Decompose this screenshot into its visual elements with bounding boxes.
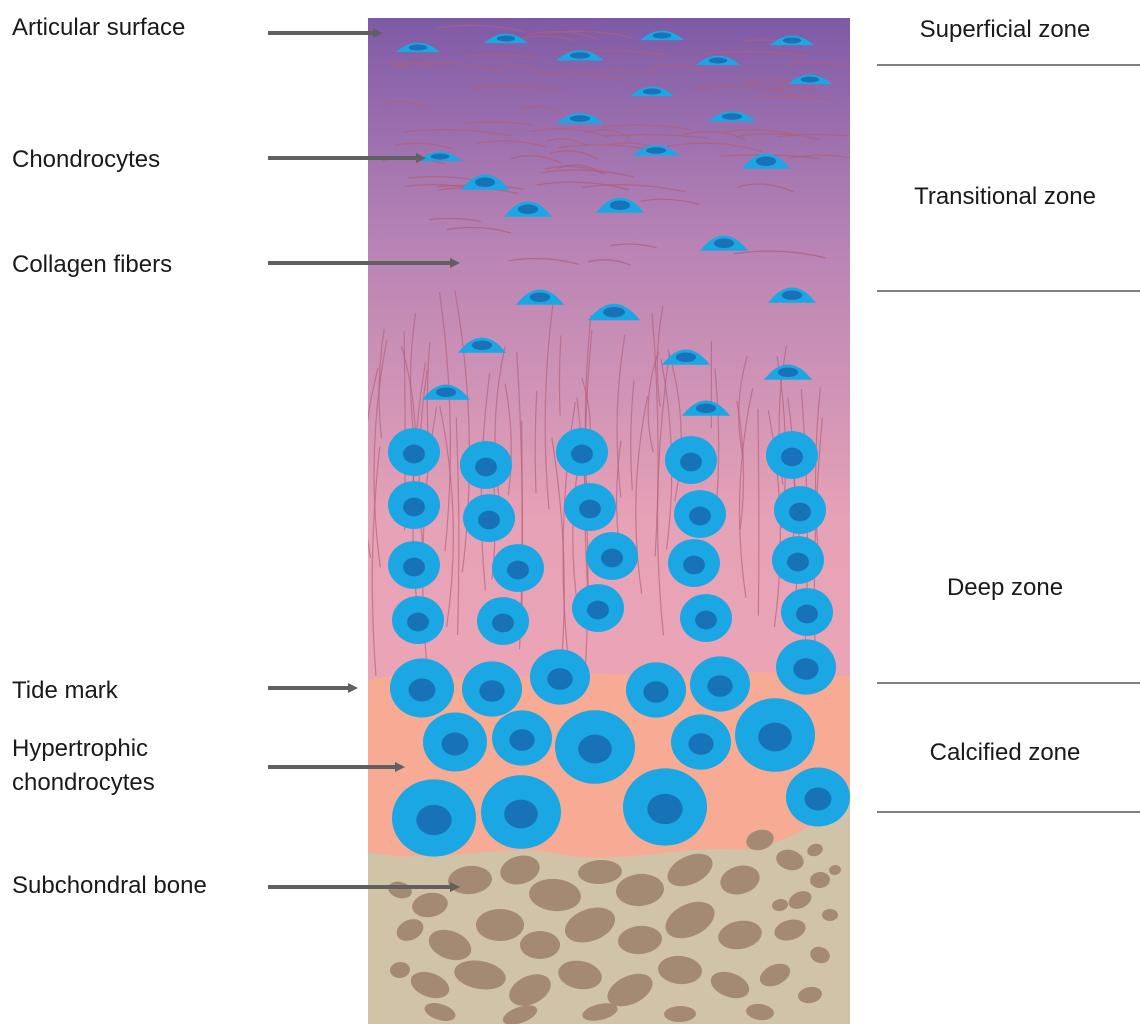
chondrocyte: [530, 649, 590, 704]
chondrocyte: [463, 494, 515, 542]
zone-dividers: [877, 65, 1140, 812]
label-deep-zone: Deep zone: [947, 574, 1063, 601]
chondrocyte: [390, 659, 454, 718]
chondrocyte: [392, 596, 444, 644]
bone-fragment: [520, 931, 560, 959]
chondrocyte: [623, 768, 707, 845]
chondrocyte: [680, 594, 732, 642]
chondrocyte: [690, 656, 750, 711]
chondrocyte: [564, 483, 616, 531]
chondrocyte: [668, 539, 720, 587]
bone-fragment: [822, 909, 838, 921]
label-superficial-zone: Superficial zone: [920, 16, 1091, 43]
chondrocyte: [774, 486, 826, 534]
chondrocyte: [388, 481, 440, 529]
chondrocyte: [556, 428, 608, 476]
chondrocyte: [674, 490, 726, 538]
chondrocyte: [460, 441, 512, 489]
chondrocyte: [462, 661, 522, 716]
chondrocyte: [776, 639, 836, 694]
chondrocyte: [786, 768, 850, 827]
chondrocyte: [392, 779, 476, 856]
chondrocyte: [477, 597, 529, 645]
left-labels: Articular surface Chondrocytes Collagen …: [12, 14, 207, 899]
chondrocyte: [781, 588, 833, 636]
chondrocyte: [671, 714, 731, 769]
chondrocyte: [766, 431, 818, 479]
tissue-column: [363, 18, 880, 1024]
chondrocyte: [481, 775, 561, 849]
chondrocyte: [772, 536, 824, 584]
zone-labels: Superficial zone Transitional zone Deep …: [914, 16, 1096, 766]
label-calcified-zone: Calcified zone: [930, 739, 1081, 766]
chondrocyte: [388, 428, 440, 476]
chondrocyte: [665, 436, 717, 484]
label-articular-surface: Articular surface: [12, 14, 185, 41]
label-subchondral-bone: Subchondral bone: [12, 872, 207, 899]
label-collagen-fibers: Collagen fibers: [12, 251, 172, 278]
label-hypertrophic-line2: chondrocytes: [12, 769, 155, 796]
chondrocyte: [388, 541, 440, 589]
chondrocyte: [626, 662, 686, 717]
label-tide-mark: Tide mark: [12, 677, 119, 704]
chondrocyte: [423, 713, 487, 772]
bone-fragment: [476, 909, 524, 941]
chondrocyte: [555, 710, 635, 784]
chondrocyte: [492, 710, 552, 765]
label-hypertrophic-line1: Hypertrophic: [12, 735, 148, 762]
chondrocyte: [586, 532, 638, 580]
chondrocyte: [492, 544, 544, 592]
label-transitional-zone: Transitional zone: [914, 183, 1096, 210]
chondrocyte: [735, 698, 815, 772]
chondrocyte: [572, 584, 624, 632]
label-chondrocytes: Chondrocytes: [12, 146, 160, 173]
